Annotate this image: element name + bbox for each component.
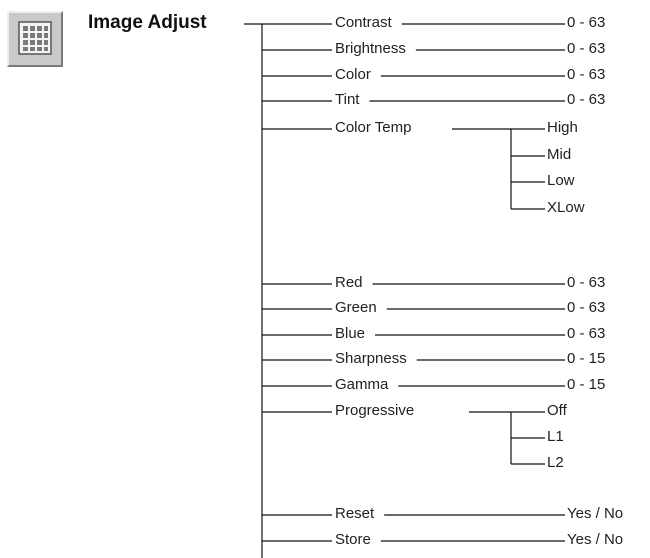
menu-item-sharpness: Sharpness [335, 350, 407, 367]
menu-item-color: Color [335, 66, 371, 83]
value-blue: 0 - 63 [567, 325, 606, 342]
menu-item-contrast: Contrast [335, 14, 392, 31]
menu-item-brightness: Brightness [335, 40, 406, 57]
menu-item-reset: Reset [335, 505, 375, 522]
value-tint: 0 - 63 [567, 91, 606, 108]
value-store: Yes / No [567, 531, 624, 548]
value-reset: Yes / No [567, 505, 624, 522]
menu-item-tint: Tint [335, 91, 360, 108]
menu-item-red: Red [335, 274, 363, 291]
option-progressive-l1: L1 [547, 428, 564, 445]
image-adjust-grid-icon [7, 11, 63, 67]
option-color-temp-high: High [547, 119, 578, 136]
option-color-temp-mid: Mid [547, 146, 572, 163]
value-sharpness: 0 - 15 [567, 350, 606, 367]
option-progressive-off: Off [547, 402, 567, 419]
option-color-temp-xlow: XLow [547, 199, 585, 216]
menu-title: Image Adjust [88, 12, 207, 33]
value-color: 0 - 63 [567, 66, 606, 83]
menu-item-store: Store [335, 531, 371, 548]
option-color-temp-low: Low [547, 172, 575, 189]
value-contrast: 0 - 63 [567, 14, 606, 31]
value-green: 0 - 63 [567, 299, 606, 316]
value-red: 0 - 63 [567, 274, 606, 291]
menu-item-progressive: Progressive [335, 402, 415, 419]
menu-item-blue: Blue [335, 325, 366, 342]
value-gamma: 0 - 15 [567, 376, 606, 393]
menu-item-gamma: Gamma [335, 376, 389, 393]
menu-item-color-temp: Color Temp [335, 119, 412, 136]
option-progressive-l2: L2 [547, 454, 564, 471]
menu-item-green: Green [335, 299, 377, 316]
value-brightness: 0 - 63 [567, 40, 606, 57]
